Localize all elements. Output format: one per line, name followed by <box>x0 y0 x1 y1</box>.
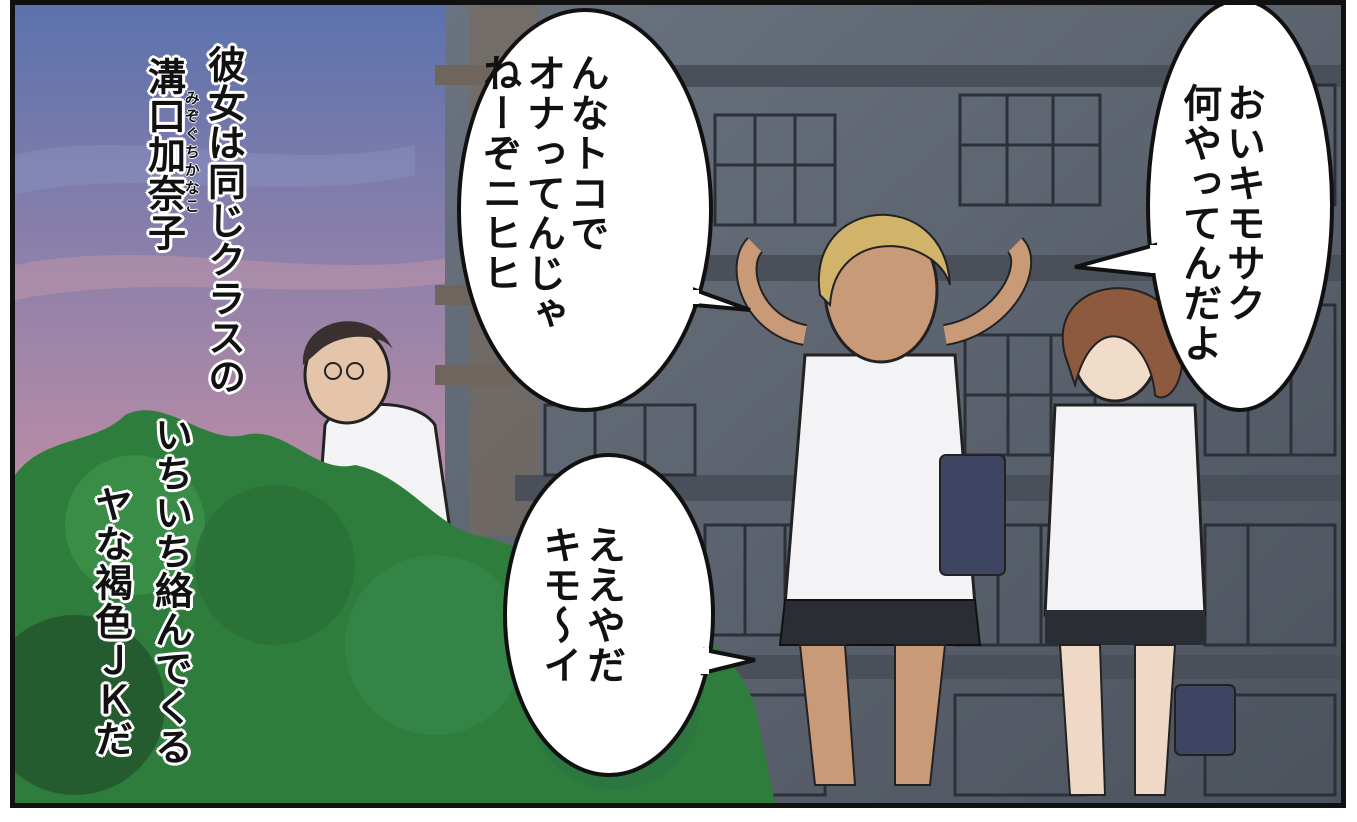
cloud <box>15 255 465 300</box>
speech-bottom-text: ええやだ キモ〜イ <box>536 525 626 685</box>
brown-hair-girl-character <box>1043 287 1236 796</box>
narration-line-3: いちいち絡んでくる <box>148 415 193 766</box>
manga-panel: 彼女は同じクラスの 溝口加奈子 みぞぐちかなこ いちいち絡んでくる ヤな褐色ＪＫ… <box>10 0 1346 808</box>
speech-bubble-right <box>1074 5 1334 412</box>
tan-girl-character <box>735 213 1033 786</box>
speech-right-text: おいキモサク 何やってんだよ <box>1176 83 1266 363</box>
cloud <box>15 145 415 195</box>
speech-left-text: んなトコで オナってんじゃ ねーぞニヒヒ <box>476 53 610 333</box>
narration-line-4: ヤな褐色ＪＫだ <box>88 485 133 758</box>
narration-line-1: 彼女は同じクラスの <box>201 45 246 396</box>
narration-furigana: みぞぐちかなこ <box>182 90 201 216</box>
speech-bubble-bottom <box>503 453 756 777</box>
scene-illustration <box>15 5 1341 803</box>
speech-bubble-left <box>457 8 751 412</box>
narration-line-2: 溝口加奈子 <box>141 57 186 252</box>
